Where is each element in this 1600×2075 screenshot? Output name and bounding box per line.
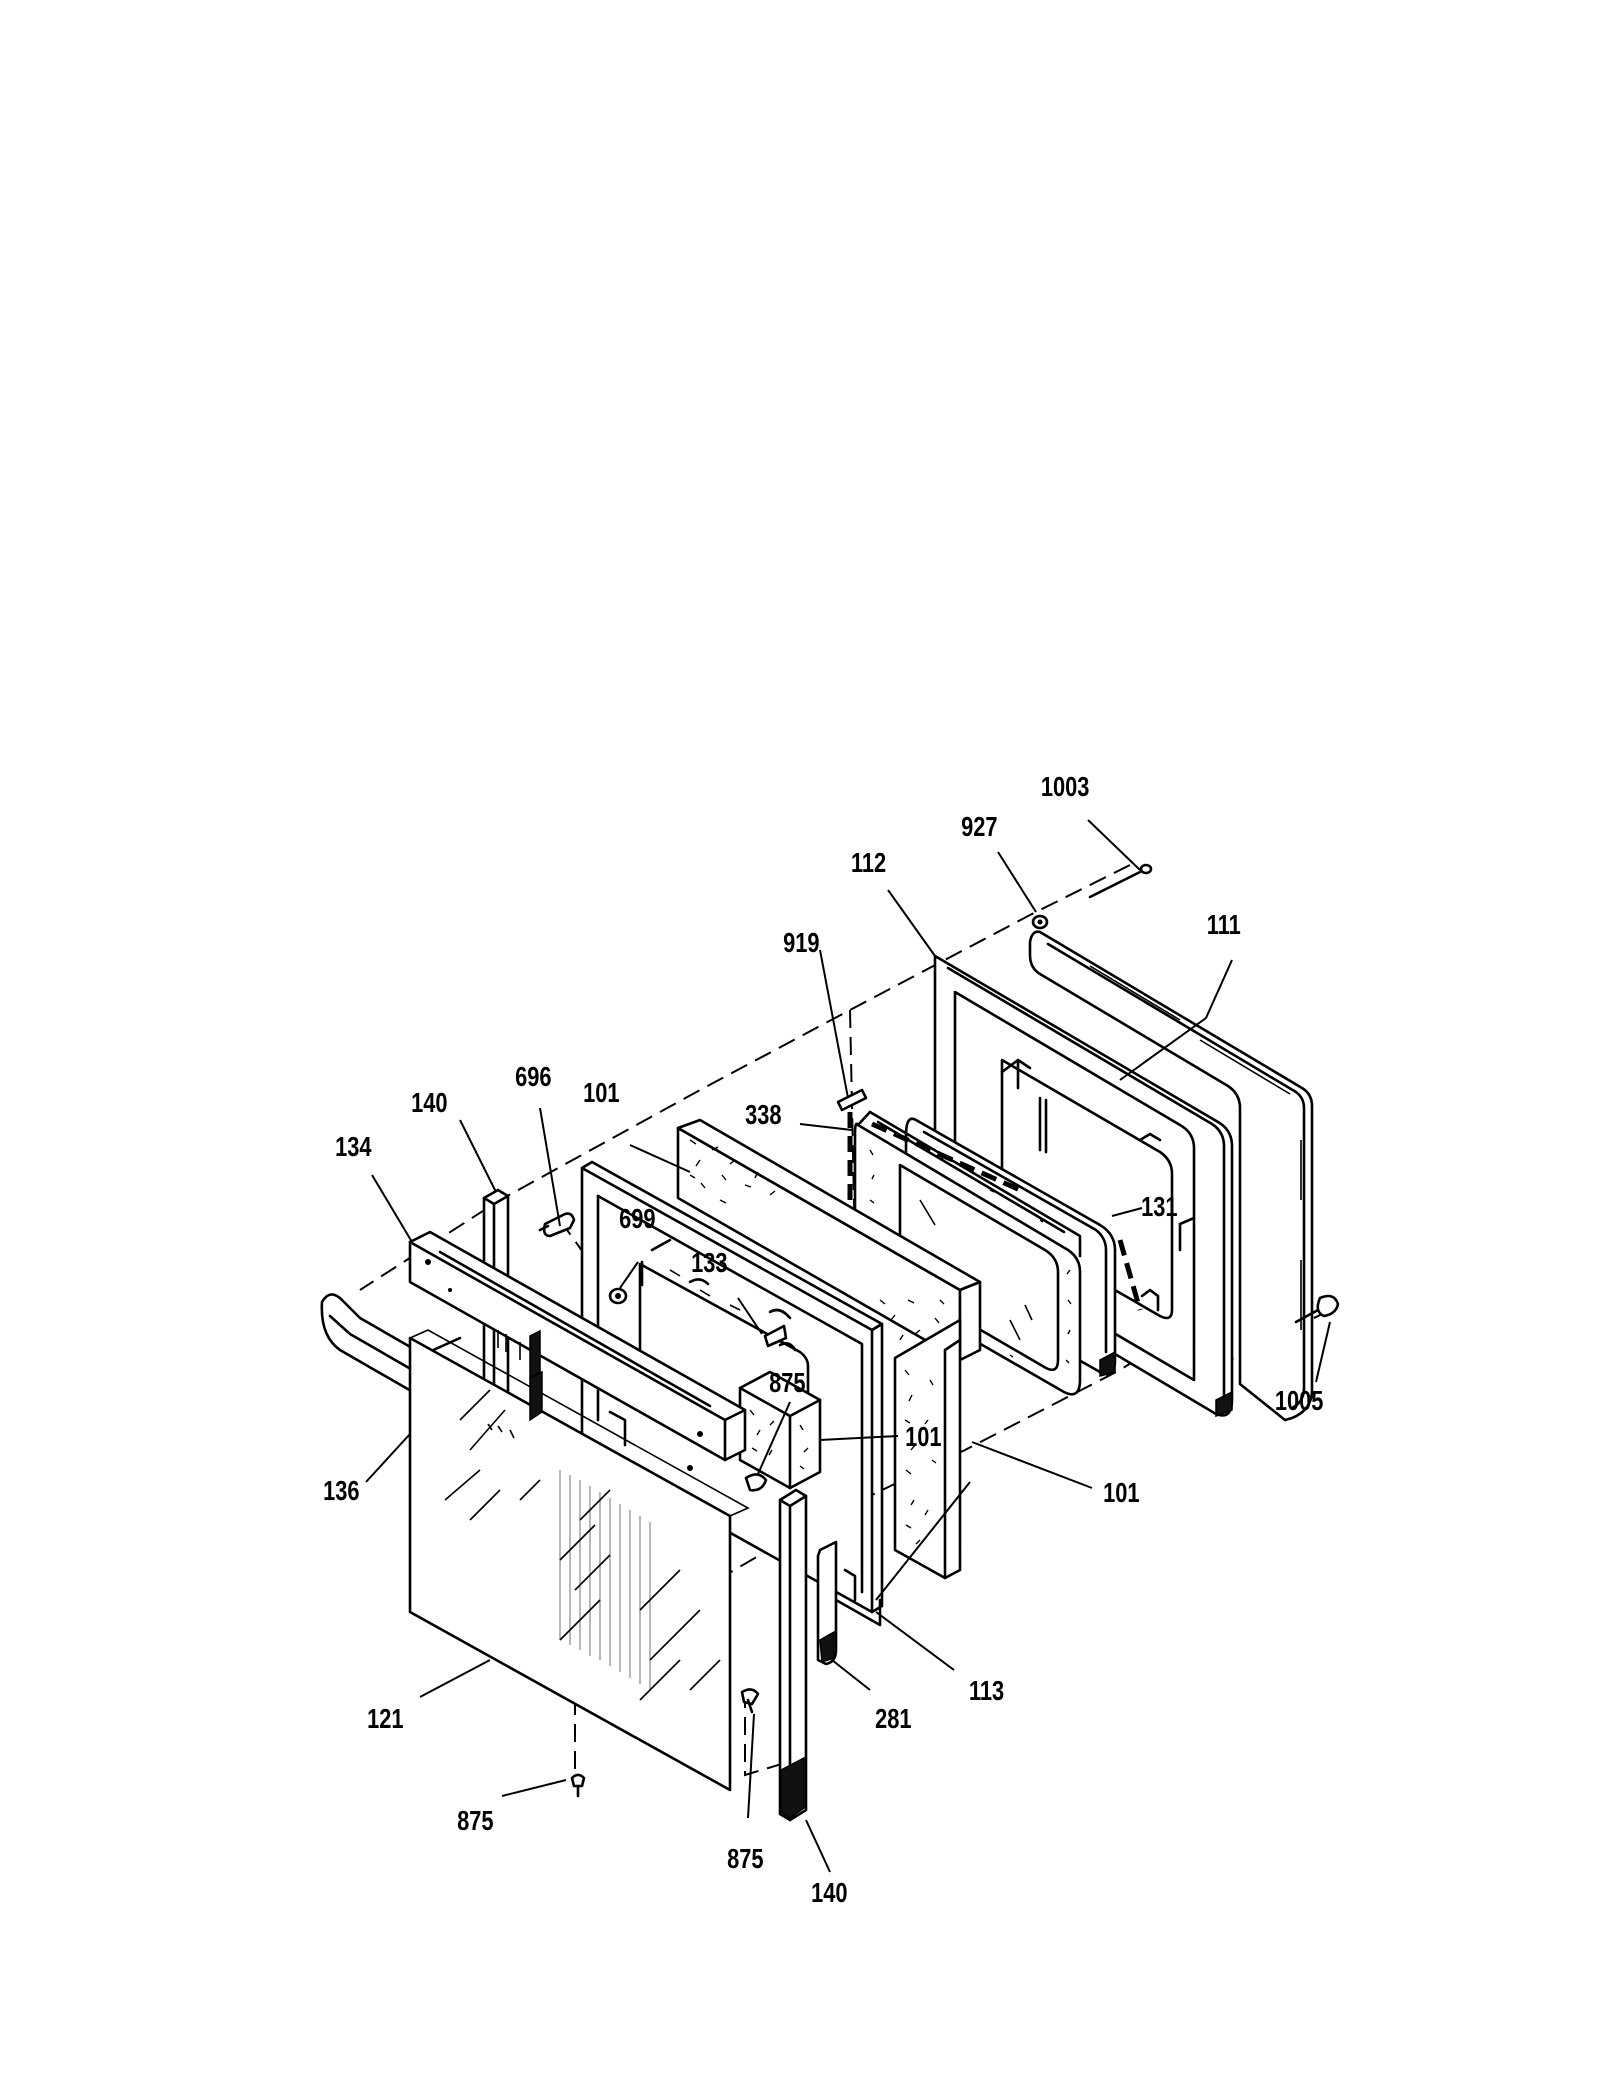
leader-lines [365,819,1331,1873]
label-112: 112 [851,847,886,878]
label-133: 133 [691,1247,727,1278]
part-1003-screw [1088,863,1153,899]
part-101-bracket-block [738,1370,822,1492]
label-696: 696 [515,1061,551,1092]
label-699: 699 [619,1203,655,1234]
part-875-screw-right [740,1688,760,1714]
part-140-right-channel [778,1488,808,1822]
part-927-washer [1031,914,1049,930]
part-1005-screw [1294,1294,1340,1324]
label-875-bottom: 875 [457,1805,493,1836]
label-875-top: 875 [769,1367,805,1398]
label-101-lower: 101 [1103,1477,1139,1508]
label-927: 927 [961,811,997,842]
label-875-right: 875 [727,1843,763,1874]
label-136: 136 [323,1475,359,1506]
label-919: 919 [783,927,819,958]
part-labels: 1003 927 112 111 919 696 101 140 338 134… [323,771,1323,1908]
label-338: 338 [745,1099,781,1130]
part-875-screw-bottom [570,1773,586,1798]
label-101-top: 101 [583,1077,619,1108]
label-140-top: 140 [411,1087,447,1118]
part-133-bracket [763,1324,788,1348]
label-1005: 1005 [1275,1385,1324,1416]
label-1003: 1003 [1041,771,1090,802]
label-131: 131 [1141,1191,1177,1222]
part-121-outer-door [408,1329,750,1792]
label-121: 121 [367,1703,403,1734]
part-699-screw [608,1287,628,1305]
label-113: 113 [969,1675,1004,1706]
label-140-bottom: 140 [811,1877,847,1908]
part-134-vent-trim [408,1230,747,1471]
label-111: 111 [1207,909,1241,940]
part-281-hinge [816,1540,882,1666]
label-101-right: 101 [905,1421,941,1452]
label-281: 281 [875,1703,911,1734]
label-134: 134 [335,1131,371,1162]
